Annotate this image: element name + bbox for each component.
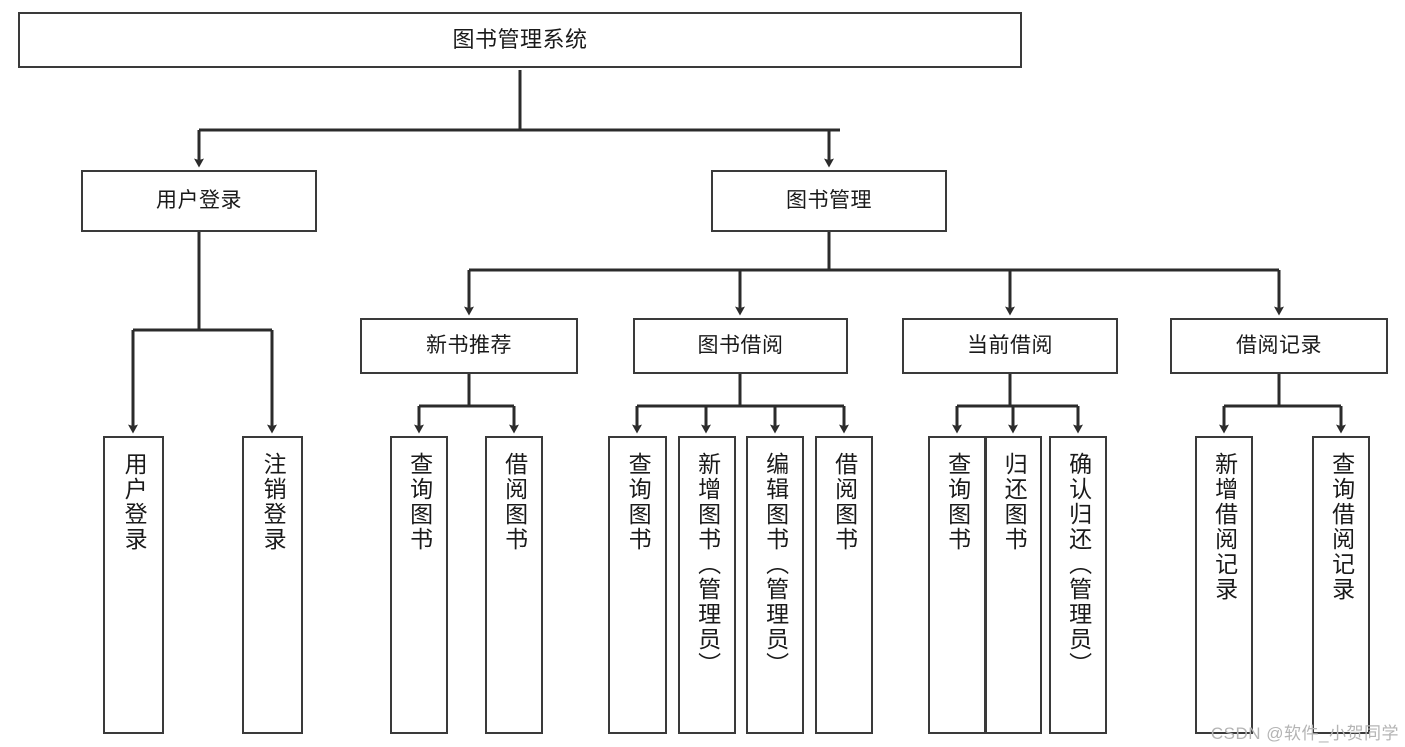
node-label: 新增借阅记录 xyxy=(1211,452,1238,602)
node-book-borrow[interactable]: 图书借阅 xyxy=(633,318,848,374)
node-label: 确认归还（管理员） xyxy=(1065,452,1092,677)
node-label: 查询图书 xyxy=(625,452,652,552)
node-leaf-add-book[interactable]: 新增图书（管理员） xyxy=(678,436,736,734)
node-label: 借阅图书 xyxy=(501,452,528,552)
node-leaf-borrow-book-recommendation[interactable]: 借阅图书 xyxy=(485,436,543,734)
node-leaf-query-borrow-record[interactable]: 查询借阅记录 xyxy=(1312,436,1370,734)
node-label: 用户登录 xyxy=(156,188,242,212)
node-label: 图书借阅 xyxy=(697,333,784,357)
node-leaf-query-book-recommendation[interactable]: 查询图书 xyxy=(390,436,448,734)
node-label: 编辑图书（管理员） xyxy=(762,452,789,677)
node-leaf-edit-book[interactable]: 编辑图书（管理员） xyxy=(746,436,804,734)
node-label: 借阅图书 xyxy=(831,452,858,552)
node-new-book-recommendation[interactable]: 新书推荐 xyxy=(360,318,578,374)
node-label: 图书管理 xyxy=(786,188,872,212)
node-label: 用户登录 xyxy=(121,452,148,552)
node-leaf-borrow-book[interactable]: 借阅图书 xyxy=(815,436,873,734)
node-label: 当前借阅 xyxy=(967,333,1053,357)
node-label: 借阅记录 xyxy=(1236,333,1322,357)
node-label: 注销登录 xyxy=(260,452,287,552)
node-label: 查询图书 xyxy=(406,452,433,552)
node-label: 新增图书（管理员） xyxy=(694,452,721,677)
node-leaf-query-book-current[interactable]: 查询图书 xyxy=(928,436,986,734)
node-user-login[interactable]: 用户登录 xyxy=(81,170,317,232)
node-current-borrow[interactable]: 当前借阅 xyxy=(902,318,1118,374)
node-label: 查询图书 xyxy=(944,452,971,552)
node-label: 归还图书 xyxy=(1001,452,1028,552)
node-leaf-user-login[interactable]: 用户登录 xyxy=(103,436,164,734)
node-label: 图书管理系统 xyxy=(452,27,588,53)
node-leaf-query-book-borrow[interactable]: 查询图书 xyxy=(608,436,667,734)
watermark-text: CSDN @软件_小贺同学 xyxy=(1210,724,1399,743)
node-leaf-confirm-return[interactable]: 确认归还（管理员） xyxy=(1049,436,1107,734)
node-leaf-add-borrow-record[interactable]: 新增借阅记录 xyxy=(1195,436,1253,734)
node-book-management[interactable]: 图书管理 xyxy=(711,170,947,232)
node-leaf-return-book[interactable]: 归还图书 xyxy=(985,436,1042,734)
node-borrow-record[interactable]: 借阅记录 xyxy=(1170,318,1388,374)
node-label: 新书推荐 xyxy=(426,333,512,357)
node-label: 查询借阅记录 xyxy=(1328,452,1355,602)
node-leaf-logout[interactable]: 注销登录 xyxy=(242,436,303,734)
node-root-book-management-system[interactable]: 图书管理系统 xyxy=(18,12,1022,68)
